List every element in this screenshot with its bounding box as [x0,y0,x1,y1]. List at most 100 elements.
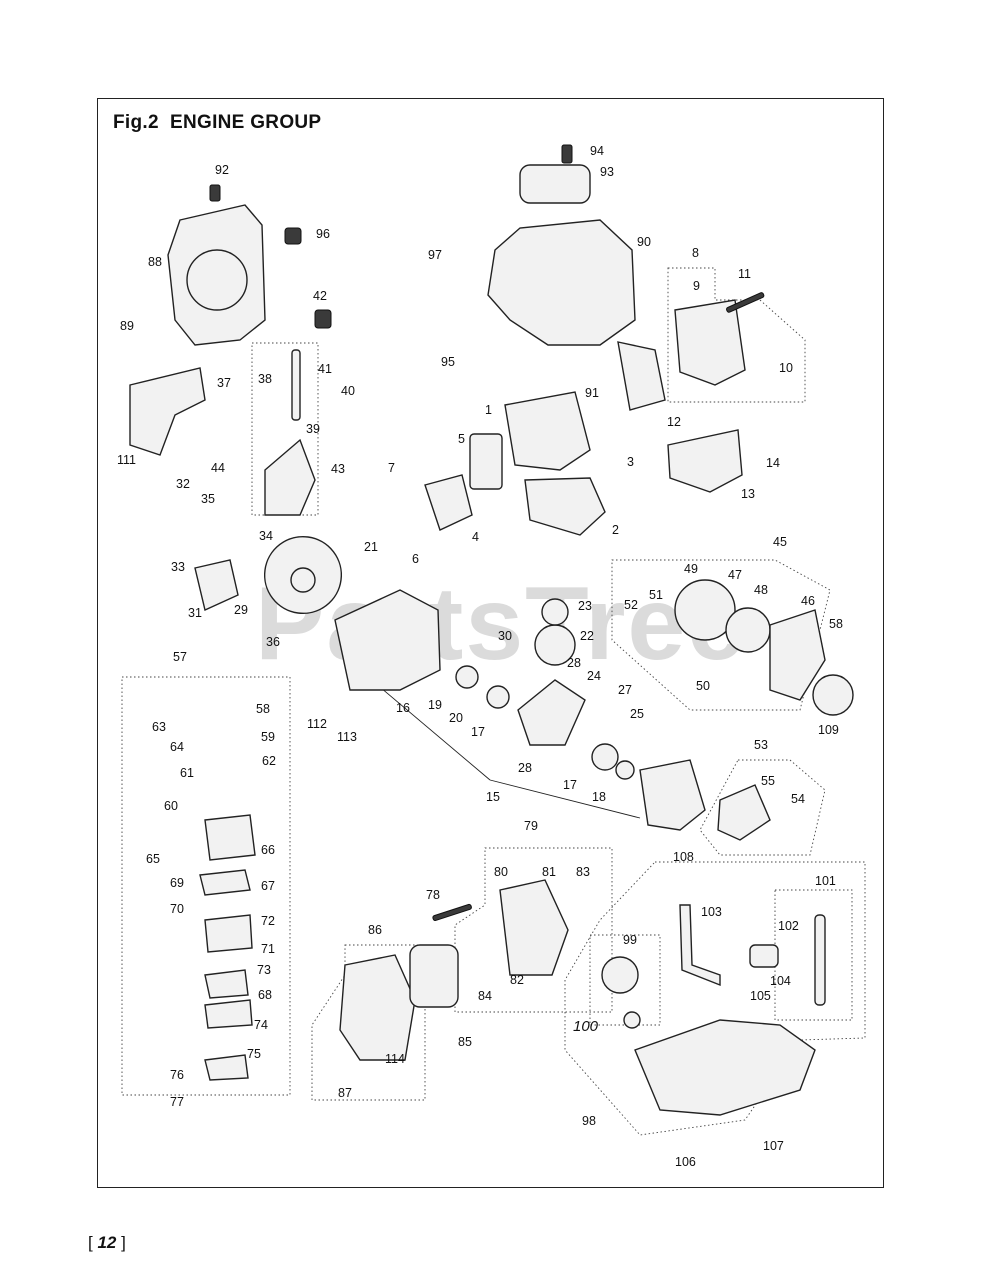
part-label: 58 [829,617,843,631]
part-label: 40 [341,384,355,398]
part-label: 78 [426,888,440,902]
part-label: 16 [396,701,410,715]
part-label: 33 [171,560,185,574]
part-label: 23 [578,599,592,613]
part-label: 61 [180,766,194,780]
part-label: 75 [247,1047,261,1061]
insulator-shape [469,433,503,490]
part-label: 43 [331,462,345,476]
part-label: 55 [761,774,775,788]
bracket-open: [ [88,1233,93,1252]
part-label: 29 [234,603,248,617]
part-label: 8 [692,246,699,260]
carb-plate-shape-74 [204,999,253,1029]
part-label: 105 [750,989,771,1003]
fuel-filter-shape [749,944,779,968]
bolt-shape-78 [432,903,472,922]
heat-shield-shape [667,429,743,493]
part-label: 65 [146,852,160,866]
part-label: 114 [385,1052,405,1066]
part-label: 80 [494,865,508,879]
bracket-close: ] [121,1233,126,1252]
part-label: 39 [306,422,320,436]
part-label: 113 [337,730,357,744]
group-outline-101 [774,889,853,1021]
page-number: [ 12 ] [88,1233,126,1253]
bearing-shape-17b [591,743,619,771]
bolt-shape-11 [726,292,765,313]
crankcase-half-shape [639,759,706,831]
part-label: 100 [573,1018,599,1035]
group-outline-45 [611,559,831,711]
group-outline-8 [667,267,806,403]
part-label: 52 [624,598,638,612]
part-label: 104 [770,974,791,988]
part-labels: 94 93 92 96 88 89 97 42 90 8 11 9 10 37 … [117,144,843,1169]
part-label: 101 [815,874,836,888]
leader-line-15b [489,779,641,819]
part-label: 32 [176,477,190,491]
part-label: 57 [173,650,187,664]
recoil-spring-shape [725,607,771,653]
part-label: 92 [215,163,229,177]
group-outline-99 [589,934,661,1026]
part-label: 3 [627,455,634,469]
part-label: 15 [486,790,500,804]
carb-plate-shape-68 [204,969,249,999]
engine-cover-shape [487,219,636,346]
part-label: 17 [471,725,485,739]
part-label: 6 [412,552,419,566]
part-label: 86 [368,923,382,937]
part-label: 25 [630,707,644,721]
part-label: 11 [738,267,751,281]
part-label: 102 [778,919,799,933]
part-label: 5 [458,432,465,446]
part-label: 27 [618,683,632,697]
fuel-pipe-shape [679,904,721,987]
group-outline-57 [121,676,291,1096]
part-label: 28 [518,761,532,775]
part-label: 17 [563,778,577,792]
group-outlines [121,267,866,1136]
part-label: 68 [258,988,272,1002]
part-label: 53 [754,738,768,752]
part-label: 22 [580,629,594,643]
part-label: 49 [684,562,698,576]
part-label: 54 [791,792,805,806]
part-label: 85 [458,1035,472,1049]
part-label: 58 [256,702,270,716]
part-label: 93 [600,165,614,179]
part-label: 96 [316,227,330,241]
part-label: 107 [763,1139,784,1153]
carb-plate-shape-69 [199,869,251,896]
part-label: 21 [364,540,378,554]
crankcase-shape [334,589,441,691]
figure-frame [97,98,884,1188]
part-label: 69 [170,876,184,890]
carb-plate-shape-71 [204,914,253,953]
part-label: 73 [257,963,271,977]
bearing-shape-17 [486,685,510,709]
part-label: 28 [567,656,581,670]
part-label: 82 [510,973,524,987]
recoil-pulley-shape [674,579,736,641]
part-label: 77 [170,1095,184,1109]
part-label: 20 [449,711,463,725]
part-label: 34 [259,529,273,543]
cleaner-base-shape [499,879,569,976]
part-label: 81 [542,865,556,879]
piston-ring-shape [541,598,569,626]
group-outline-98 [564,861,866,1136]
part-label: 13 [741,487,755,501]
part-label: 74 [254,1018,268,1032]
part-label: 38 [258,372,272,386]
part-label: 44 [211,461,225,475]
part-label: 109 [818,723,839,737]
part-label: 70 [170,902,184,916]
part-label: 9 [693,279,700,293]
part-label: 7 [388,461,395,475]
part-label: 66 [261,843,275,857]
part-label: 24 [587,669,601,683]
part-label: 72 [261,914,275,928]
